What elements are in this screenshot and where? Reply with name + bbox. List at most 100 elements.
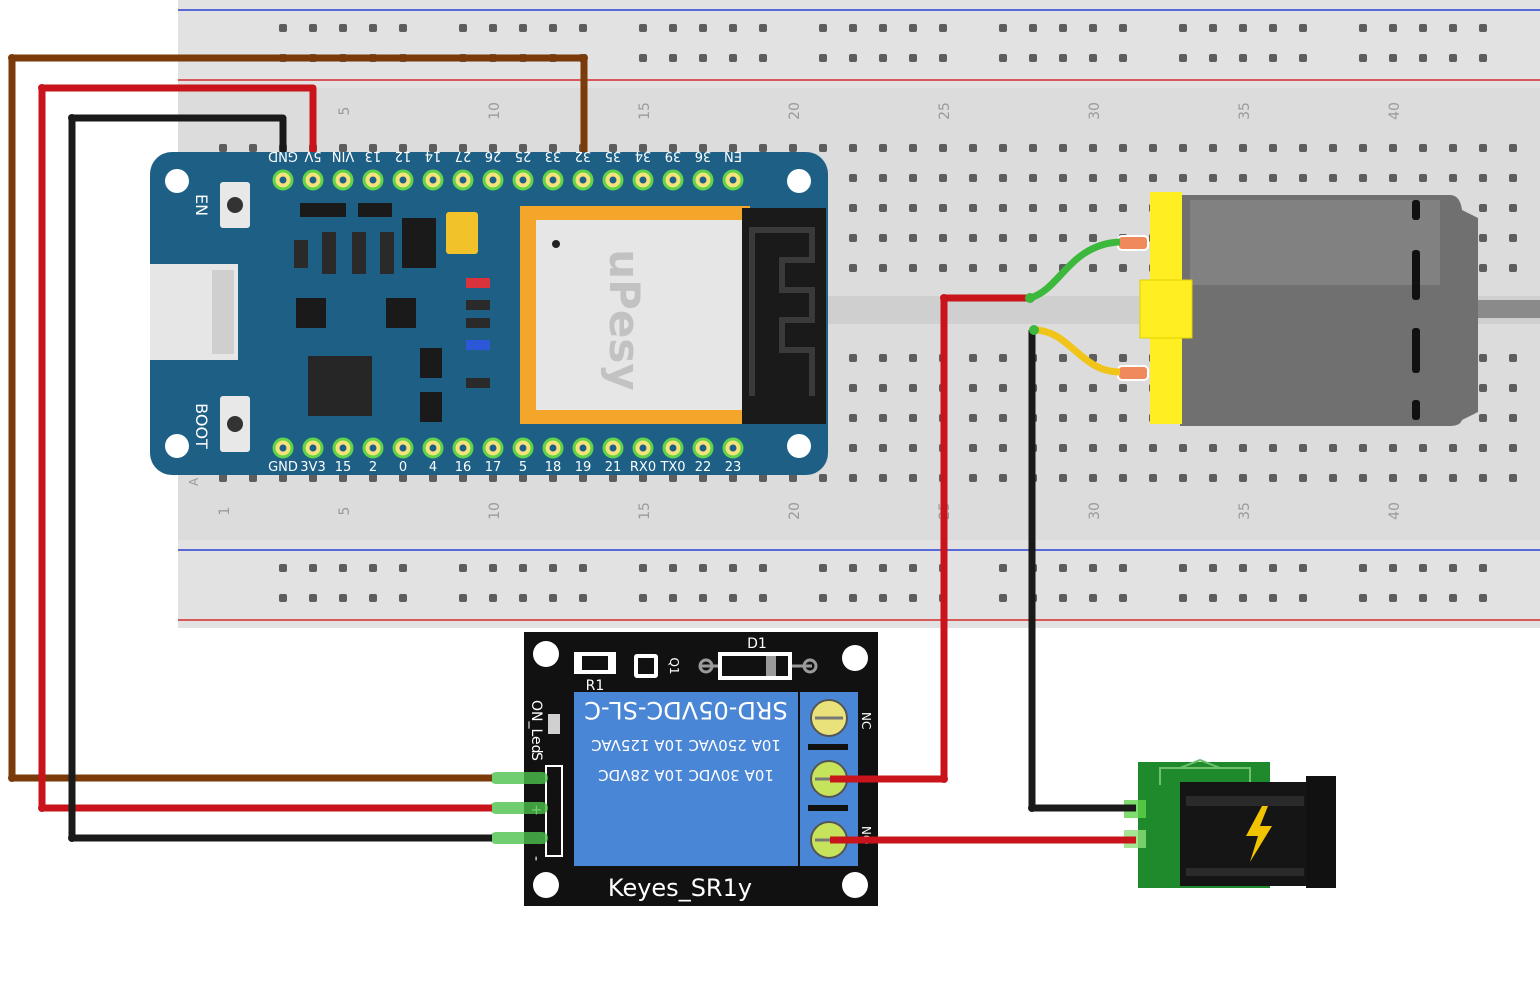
rail-hole [309, 564, 317, 572]
strip-hole [819, 144, 827, 152]
strip-hole [999, 474, 1007, 482]
strip-hole [789, 474, 797, 482]
strip-hole [1479, 264, 1487, 272]
rail-hole [729, 564, 737, 572]
strip-hole [459, 474, 467, 482]
strip-hole [1029, 264, 1037, 272]
strip-hole [639, 474, 647, 482]
rail-hole [1209, 564, 1217, 572]
rail-hole [579, 24, 587, 32]
relay-header-pins [490, 772, 548, 844]
rail-hole [1059, 54, 1067, 62]
rail-hole [879, 594, 887, 602]
strip-hole [999, 354, 1007, 362]
strip-hole [429, 474, 437, 482]
rail-hole [1419, 564, 1427, 572]
strip-hole [1329, 144, 1337, 152]
rail-hole [1209, 54, 1217, 62]
rail-hole [699, 564, 707, 572]
strip-hole [1479, 174, 1487, 182]
rail-hole [939, 24, 947, 32]
strip-hole [1119, 264, 1127, 272]
pin-label: 23 [725, 460, 742, 475]
strip-hole [1299, 144, 1307, 152]
rail-hole [999, 594, 1007, 602]
strip-hole [1509, 174, 1517, 182]
rail-hole [819, 594, 827, 602]
rail-hole [909, 54, 917, 62]
pin-label: 12 [395, 148, 412, 163]
rail-hole [1299, 24, 1307, 32]
strip-hole [1299, 474, 1307, 482]
usb-uart-chip [308, 356, 372, 416]
strip-hole [1179, 444, 1187, 452]
strip-hole [1329, 174, 1337, 182]
strip-hole [1179, 474, 1187, 482]
strip-hole [1329, 474, 1337, 482]
pin-label: 2 [369, 460, 377, 475]
strip-hole [579, 474, 587, 482]
strip-hole [1329, 444, 1337, 452]
power-led [466, 340, 490, 350]
rail-hole [1299, 54, 1307, 62]
strip-hole [1029, 234, 1037, 242]
strip-hole [1059, 174, 1067, 182]
rail-hole [1239, 564, 1247, 572]
rail-hole [399, 594, 407, 602]
column-number: 30 [1087, 102, 1103, 120]
strip-hole [1089, 474, 1097, 482]
strip-hole [1059, 444, 1067, 452]
lightning-bolt-icon [1246, 806, 1272, 862]
rail-hole [519, 594, 527, 602]
strip-hole [759, 474, 767, 482]
strip-hole [939, 144, 947, 152]
rail-hole [1419, 594, 1427, 602]
rail-hole [369, 24, 377, 32]
rail-hole [759, 564, 767, 572]
rail-hole [879, 564, 887, 572]
rail-hole [909, 564, 917, 572]
rail-hole [309, 594, 317, 602]
strip-hole [879, 444, 887, 452]
strip-hole [879, 234, 887, 242]
strip-hole [1359, 144, 1367, 152]
rail-hole [519, 24, 527, 32]
rail-hole [1419, 54, 1427, 62]
strip-hole [969, 354, 977, 362]
strip-hole [1359, 474, 1367, 482]
strip-hole [879, 144, 887, 152]
strip-hole [1209, 144, 1217, 152]
strip-hole [1089, 414, 1097, 422]
strip-hole [1509, 264, 1517, 272]
rail-hole [909, 594, 917, 602]
strip-hole [1389, 174, 1397, 182]
strip-hole [639, 144, 647, 152]
strip-hole [1119, 204, 1127, 212]
rail-hole [759, 24, 767, 32]
strip-hole [309, 474, 317, 482]
terminal-nc-label: NC [859, 712, 873, 729]
strip-hole [1029, 204, 1037, 212]
led-label: ON_Led [528, 700, 544, 754]
strip-hole [1239, 474, 1247, 482]
strip-hole [669, 474, 677, 482]
rail-hole [549, 594, 557, 602]
strip-hole [789, 144, 797, 152]
pin-label: 16 [455, 460, 472, 475]
rail-hole [519, 564, 527, 572]
rail-hole [1119, 54, 1127, 62]
pin-label: 18 [545, 460, 562, 475]
strip-hole [519, 474, 527, 482]
pin-label-s: S [528, 752, 544, 761]
strip-hole [729, 474, 737, 482]
pin-label: VIN [332, 148, 354, 163]
pin-label: 14 [425, 148, 442, 163]
rail-hole [1449, 564, 1457, 572]
mounting-hole [533, 641, 559, 667]
strip-hole [969, 444, 977, 452]
strip-hole [1269, 444, 1277, 452]
strip-hole [1269, 174, 1277, 182]
rail-hole [1389, 54, 1397, 62]
strip-hole [909, 264, 917, 272]
